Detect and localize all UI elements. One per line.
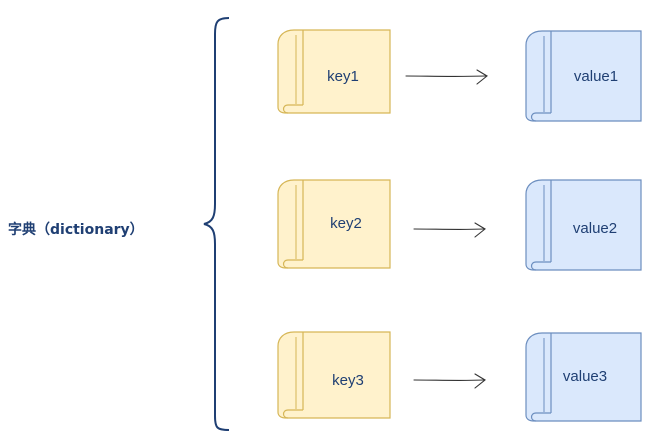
- key-label-3: key3: [332, 372, 364, 389]
- arrow-1: [405, 69, 488, 85]
- value-label-1: value1: [574, 68, 618, 85]
- key-label-1: key1: [327, 68, 359, 85]
- value-label-3: value3: [563, 368, 607, 385]
- dictionary-title: 字典（dictionary）: [8, 221, 144, 238]
- key-book-2: key2: [277, 179, 391, 269]
- key-label-2: key2: [330, 215, 362, 232]
- curly-brace: [203, 17, 230, 431]
- key-book-3: key3: [277, 331, 391, 419]
- value-book-2: value2: [525, 179, 642, 271]
- value-book-1: value1: [525, 30, 642, 122]
- key-book-1: key1: [277, 29, 391, 114]
- value-label-2: value2: [573, 220, 617, 237]
- value-book-3: value3: [525, 332, 642, 422]
- arrow-2: [413, 222, 486, 238]
- arrow-3: [413, 373, 486, 389]
